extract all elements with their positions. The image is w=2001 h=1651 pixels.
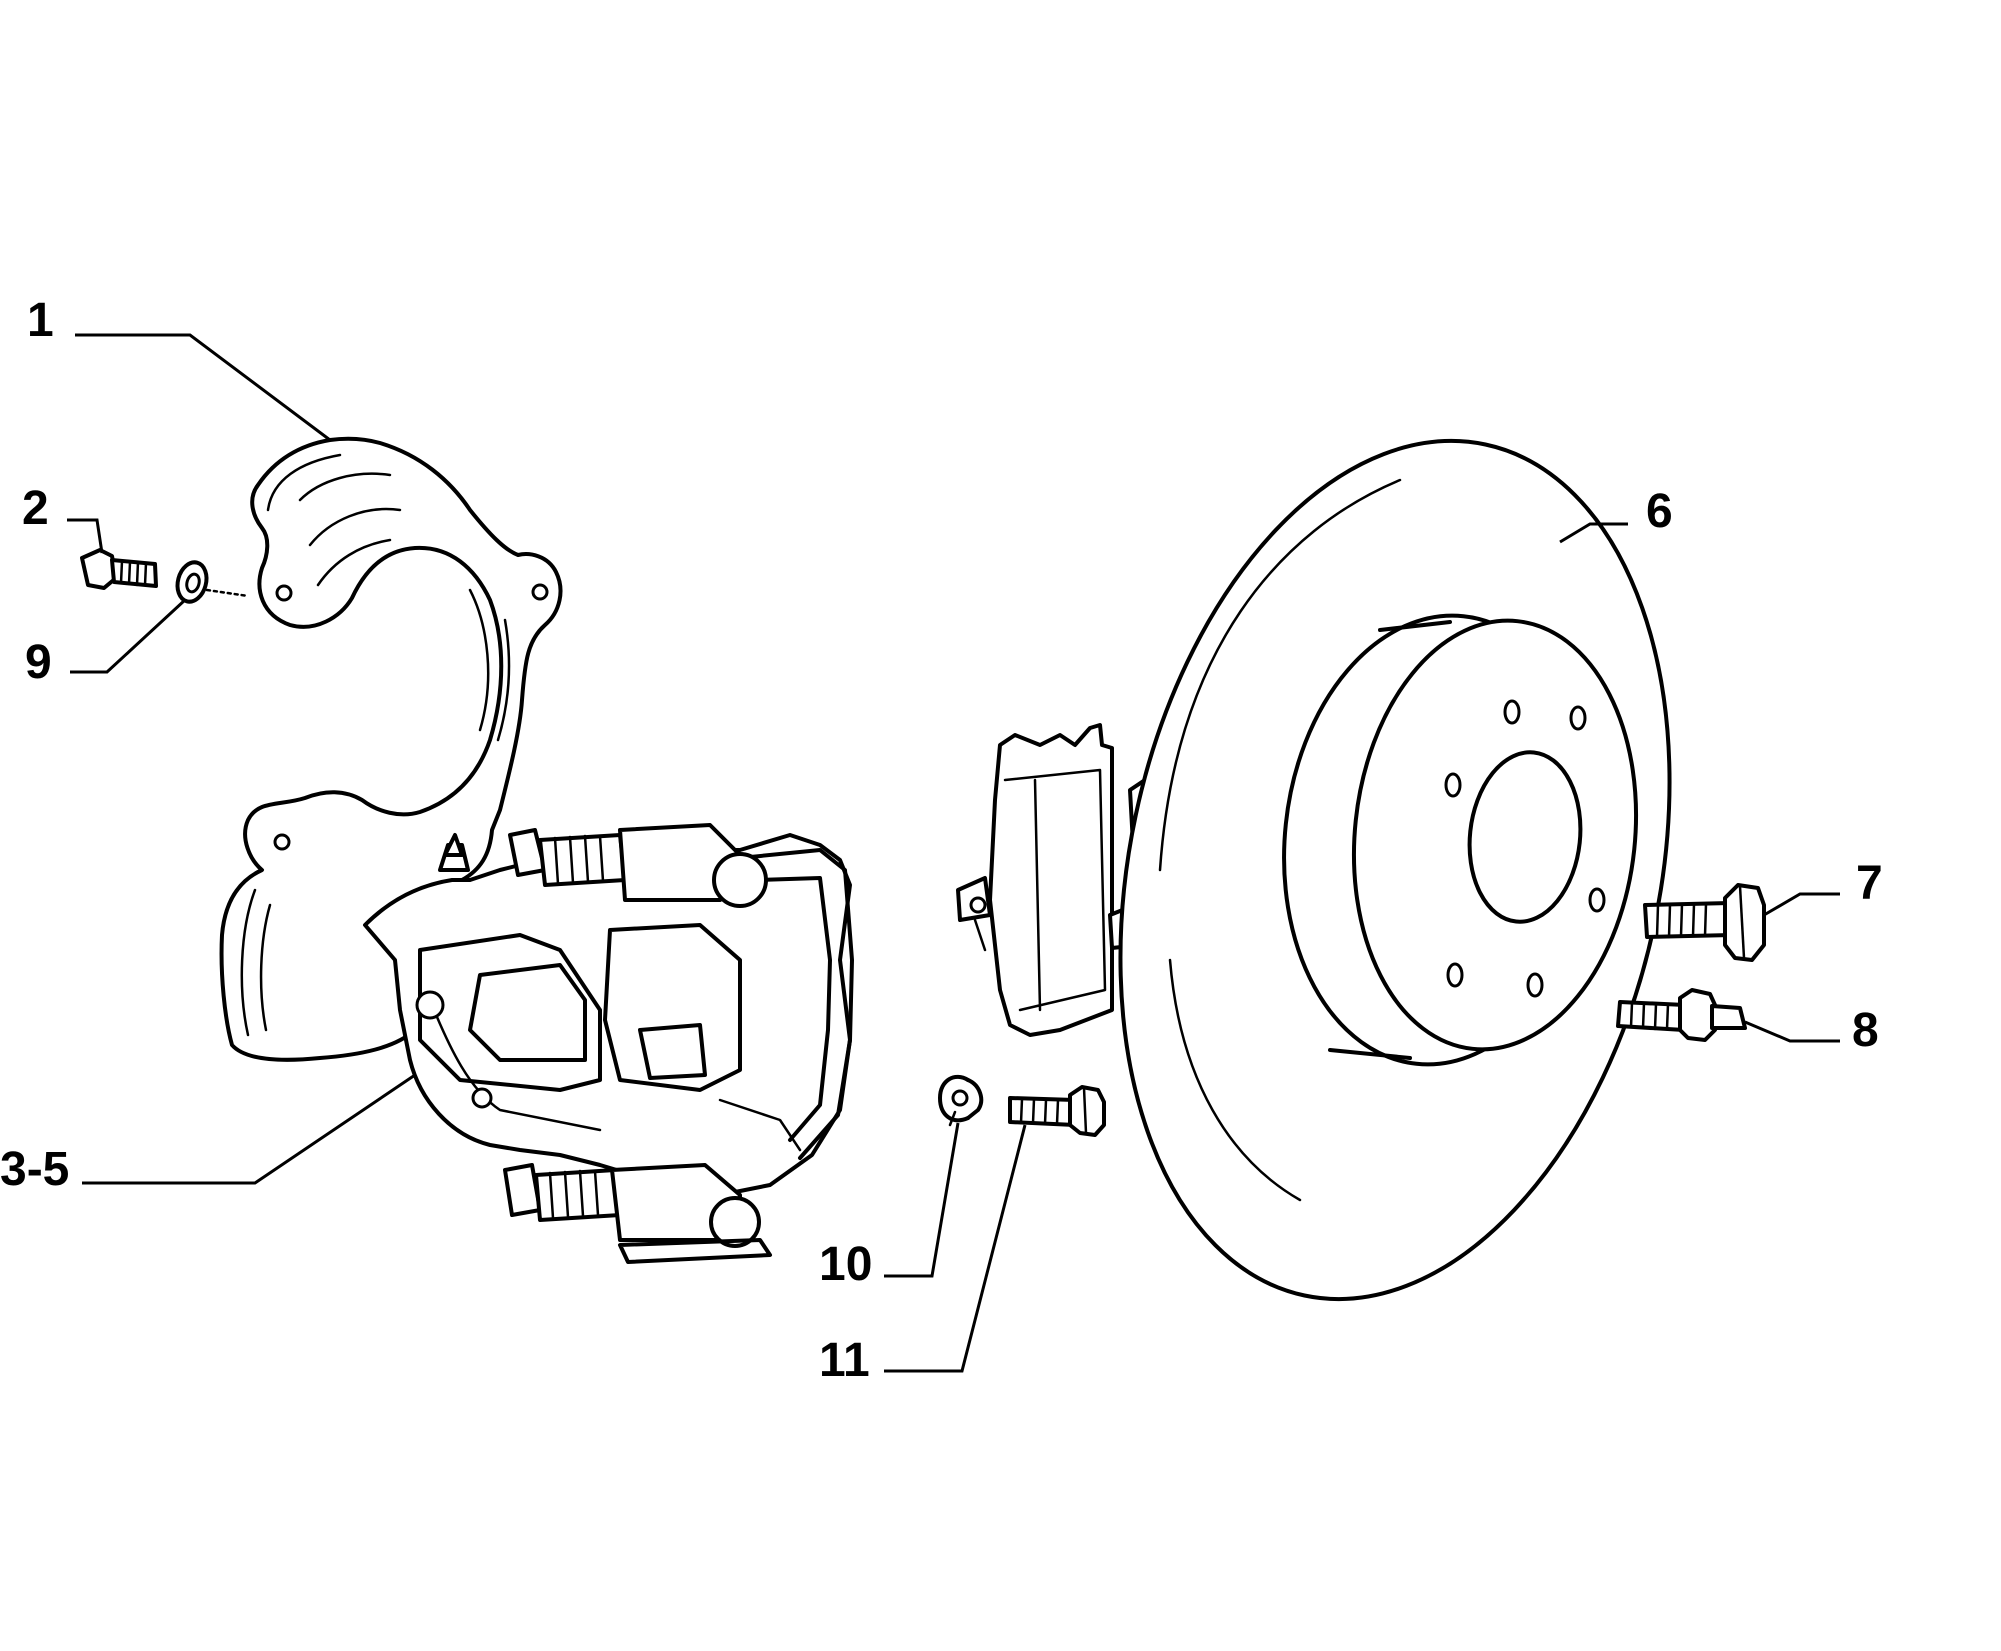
- leader-7: [1763, 892, 1840, 917]
- callout-8: 8: [1852, 1004, 1879, 1057]
- callout-10: 10: [819, 1238, 872, 1291]
- spring-clip-part: [938, 1074, 984, 1127]
- leader-lines: [67, 333, 1840, 1373]
- callout-labels: 1 2 9 3-5 6 7 8 10 11: [0, 294, 1883, 1387]
- callout-2: 2: [22, 482, 49, 535]
- brake-caliper-part: [363, 823, 854, 1264]
- callout-6: 6: [1646, 485, 1673, 538]
- callout-3-5: 3-5: [0, 1143, 69, 1196]
- brake-disc-part: [1118, 438, 1672, 1302]
- callout-11: 11: [819, 1334, 870, 1387]
- leader-9: [70, 598, 187, 674]
- leader-3-5: [82, 1073, 416, 1185]
- callout-9: 9: [25, 636, 52, 689]
- leader-6: [1559, 522, 1628, 544]
- leader-8: [1744, 1020, 1840, 1043]
- shield-bolt-part: [80, 548, 158, 590]
- leader-10: [884, 1122, 960, 1278]
- leader-2: [67, 518, 104, 554]
- washer-part: [175, 560, 250, 604]
- wheel-stud-part: [1616, 988, 1747, 1042]
- callout-1: 1: [27, 294, 54, 347]
- dust-shield-part: [219, 436, 563, 1062]
- brake-pad-outer-part: [956, 723, 1114, 1037]
- leader-1: [75, 333, 331, 442]
- leader-11: [884, 1124, 1027, 1373]
- caliper-bolt-part: [1008, 1085, 1106, 1137]
- disc-bolt-part: [1643, 883, 1766, 962]
- callout-7: 7: [1856, 857, 1883, 910]
